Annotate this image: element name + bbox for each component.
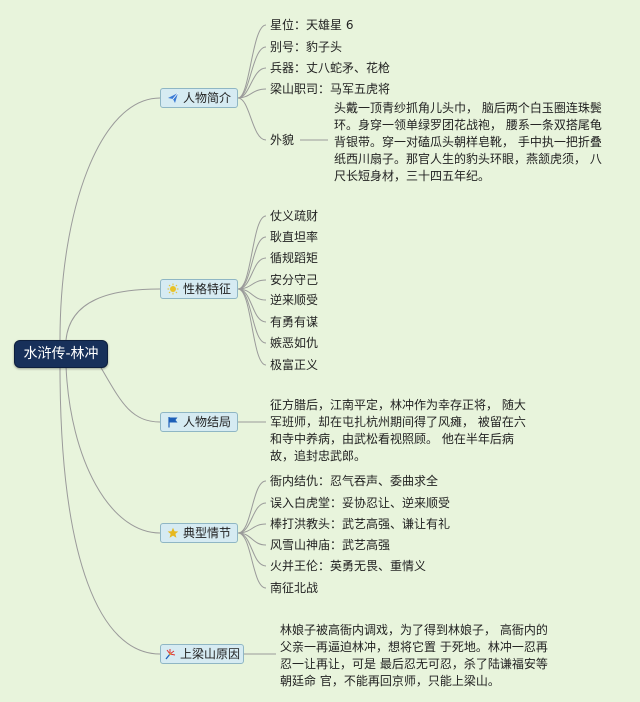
leaf-trait: 仗义疏财 [270,209,319,223]
branch-character-intro[interactable]: 人物简介 [160,88,238,108]
leaf-plot: 棒打洪教头：武艺高强、谦让有礼 [270,517,451,531]
branch-reason-liangshan[interactable]: 上梁山原因 [160,644,244,664]
ending-description: 征方腊后，江南平定，林冲作为幸存正将， 随大军班师，却在屯扎杭州期间得了风瘫， … [270,398,526,463]
branch-label: 人物结局 [182,415,231,429]
leaf-post: 梁山职司：马军五虎将 [270,82,391,96]
leaf-trait: 安分守己 [270,273,319,287]
star-icon [167,527,179,538]
paper-plane-icon [167,92,179,103]
leaf-plot: 衙内结仇：忍气吞声、委曲求全 [270,474,439,488]
leaf-trait: 循规蹈矩 [270,251,319,265]
leaf-trait: 极富正义 [270,358,319,372]
leaf-weapon: 兵器：丈八蛇矛、花枪 [270,61,391,75]
leaf-nickname: 别号：豹子头 [270,40,343,54]
leaf-trait: 耿直坦率 [270,230,319,244]
leaf-trait: 有勇有谋 [270,315,319,329]
root-topic[interactable]: 水浒传-林冲 [14,340,108,368]
branch-label: 典型情节 [182,526,231,540]
flag-icon [168,417,178,428]
leaf-appearance-label: 外貌 [270,133,295,147]
leaf-plot: 误入白虎堂：妥协忍让、逆来顺受 [270,496,451,510]
branch-personality[interactable]: 性格特征 [160,279,238,299]
branch-character-ending[interactable]: 人物结局 [160,412,238,432]
branch-typical-plots[interactable]: 典型情节 [160,523,238,543]
branch-label: 人物简介 [182,91,231,105]
branch-label: 性格特征 [182,282,231,296]
fireworks-icon [165,649,176,660]
leaf-plot: 火并王伦：英勇无畏、重情义 [270,559,427,573]
leaf-star-position: 星位：天雄星 6 [270,18,354,32]
leaf-plot: 风雪山神庙：武艺高强 [270,538,391,552]
sun-icon [167,283,179,295]
appearance-description: 头戴一顶青纱抓角儿头巾， 脑后两个白玉圈连珠鬓环。身穿一领单绿罗团花战袍， 腰系… [334,101,602,183]
leaf-trait: 逆来顺受 [270,293,319,307]
leaf-plot: 南征北战 [270,581,319,595]
reason-description: 林娘子被高衙内调戏，为了得到林娘子， 高衙内的父亲一再逼迫林冲，想将它置 于死地… [280,623,548,688]
branch-label: 上梁山原因 [179,647,240,661]
leaf-trait: 嫉恶如仇 [270,336,319,350]
